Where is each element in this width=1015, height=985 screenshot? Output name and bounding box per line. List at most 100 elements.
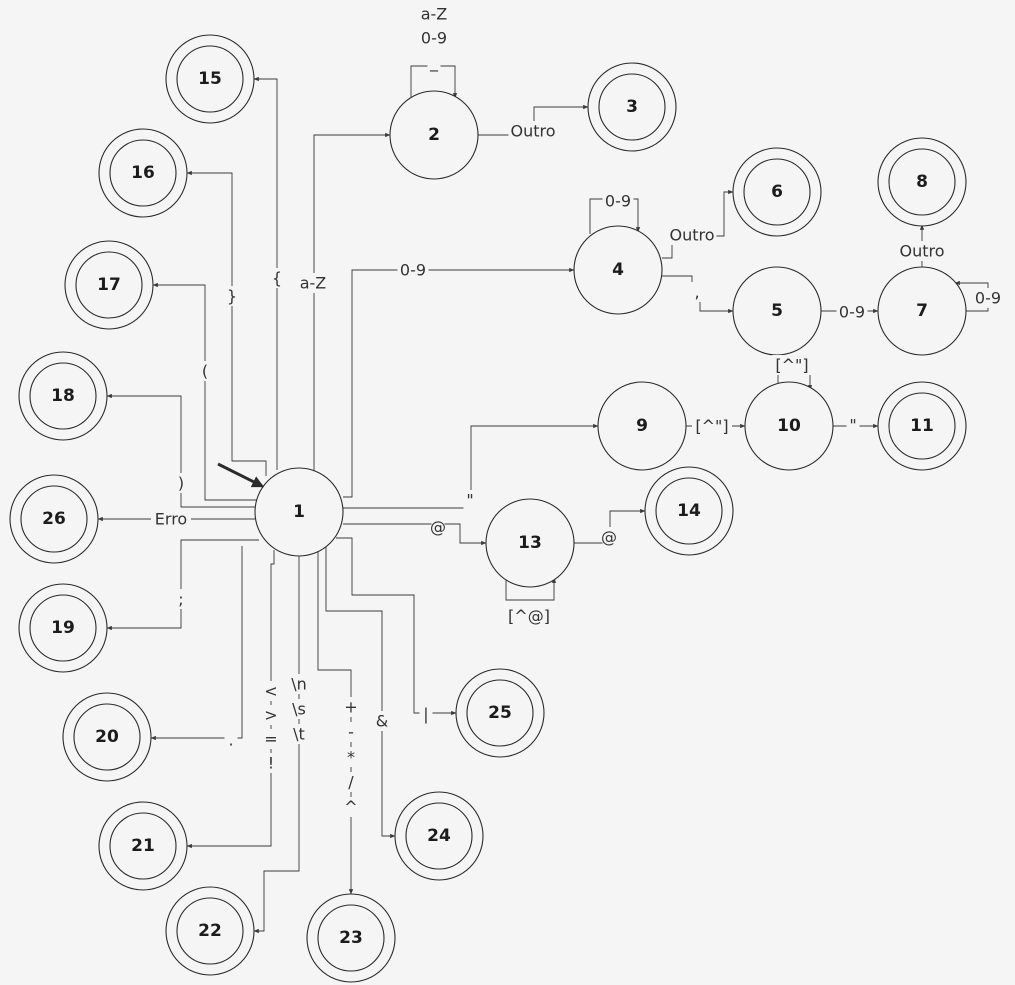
transition-label-bg: [509, 606, 549, 626]
transition-label-7-to-8: Outro: [899, 242, 944, 261]
state-accept-ring: [598, 73, 666, 141]
transition-1-to-24: [325, 538, 396, 839]
state-15-final: 15: [165, 34, 255, 124]
transition-label-13-to-13: [^@]: [508, 607, 550, 626]
state-label: 14: [677, 501, 701, 521]
state-label: 10: [777, 416, 801, 436]
transition-label-1-to-23: -: [348, 723, 354, 742]
transition-label-2-to-2: 0-9: [421, 29, 447, 48]
transition-label-7-to-7: 0-9: [975, 289, 1001, 308]
transition-label-1-to-23: +: [344, 698, 357, 717]
state-accept-ring: [176, 45, 244, 113]
state-outer-ring: [877, 266, 967, 356]
state-label: 9: [636, 416, 648, 436]
transition-label-1-to-26: Erro: [155, 510, 187, 529]
transition-label-1-to-17: (: [202, 362, 208, 381]
state-13: 13: [485, 498, 575, 588]
state-label: 19: [51, 618, 75, 638]
transition-label-5-to-7: 0-9: [839, 303, 865, 322]
state-label: 25: [488, 703, 512, 723]
state-label: 5: [771, 301, 783, 321]
state-outer-ring: [455, 668, 545, 758]
state-25-final: 25: [455, 668, 545, 758]
transition-label-1-to-18: ): [178, 474, 184, 493]
transition-label-1-to-19: ;: [178, 590, 183, 609]
transition-label-bg: [431, 517, 445, 537]
state-7: 7: [877, 266, 967, 356]
state-outer-ring: [644, 466, 734, 556]
state-21-final: 21: [98, 801, 188, 891]
transition-label-bg: [418, 28, 450, 48]
transition-1-to-2: [313, 132, 391, 478]
start-arrow: [217, 462, 265, 488]
state-outer-ring: [877, 381, 967, 471]
state-accept-ring: [29, 594, 97, 662]
transition-label-bg: [836, 302, 868, 322]
transition-label-bg: [344, 747, 358, 767]
transition-label-4-to-6: Outro: [669, 226, 714, 245]
state-3-final: 3: [587, 62, 677, 152]
state-outer-ring: [485, 498, 575, 588]
transition-label-bg: [288, 724, 310, 744]
transition-label-bg: [174, 589, 188, 609]
transition-label-2-to-2: _: [429, 53, 439, 73]
transition-label-1-to-21: =: [264, 730, 277, 749]
transitions-layer: [97, 65, 989, 934]
transition-label-1-to-15: {: [272, 269, 282, 288]
state-accept-ring: [655, 477, 723, 545]
state-label: 4: [612, 260, 624, 280]
transition-label-bg: [690, 282, 704, 302]
state-26-final: 26: [9, 474, 99, 564]
state-outer-ring: [98, 128, 188, 218]
transition-label-1-to-16: }: [227, 287, 237, 306]
transition-label-bg: [772, 355, 812, 375]
state-label: 20: [95, 727, 119, 747]
transition-label-1-to-2: a-Z: [300, 274, 327, 293]
transition-1-to-20: [150, 546, 243, 741]
state-label: 3: [626, 97, 638, 117]
state-outer-ring: [587, 62, 677, 152]
transition-1-to-16: [186, 170, 267, 476]
state-20-final: 20: [62, 692, 152, 782]
state-22-final: 22: [165, 886, 255, 976]
transition-label-bg: [151, 509, 191, 529]
transition-1-to-13: [343, 523, 487, 546]
state-19-final: 19: [18, 583, 108, 673]
state-label: 2: [428, 125, 440, 145]
transition-label-bg: [270, 268, 284, 288]
state-label: 13: [518, 533, 542, 553]
transition-label-1-to-20: .: [228, 731, 233, 750]
transition-1-to-17: [152, 282, 258, 501]
state-outer-ring: [394, 791, 484, 881]
state-accept-ring: [109, 139, 177, 207]
transition-label-1-to-23: *: [347, 748, 355, 767]
transition-label-bg: [297, 273, 329, 293]
state-accept-ring: [75, 251, 143, 319]
transition-label-1-to-21: <: [264, 682, 277, 701]
state-label: 15: [198, 69, 222, 89]
state-accept-ring: [29, 362, 97, 430]
state-label: 17: [97, 275, 121, 295]
state-outer-ring: [254, 467, 344, 557]
state-outer-ring: [597, 381, 687, 471]
transition-label-bg: [344, 697, 358, 717]
state-10: 10: [744, 381, 834, 471]
state-outer-ring: [744, 381, 834, 471]
state-outer-ring: [98, 801, 188, 891]
state-23-final: 23: [306, 893, 396, 983]
transition-label-bg: [602, 527, 616, 547]
state-label: 7: [916, 301, 928, 321]
transition-label-bg: [427, 52, 441, 72]
state-17-final: 17: [64, 240, 154, 330]
transition-1-to-19: [106, 539, 259, 631]
transition-label-bg: [972, 288, 1004, 308]
state-label: 11: [910, 416, 934, 436]
state-label: 22: [198, 921, 222, 941]
state-accept-ring: [176, 897, 244, 965]
transition-label-4-to-4: 0-9: [605, 192, 631, 211]
transition-label-bg: [692, 416, 732, 436]
transition-label-1-to-22: \n: [291, 675, 307, 694]
state-outer-ring: [306, 893, 396, 983]
state-label: 8: [916, 172, 928, 192]
